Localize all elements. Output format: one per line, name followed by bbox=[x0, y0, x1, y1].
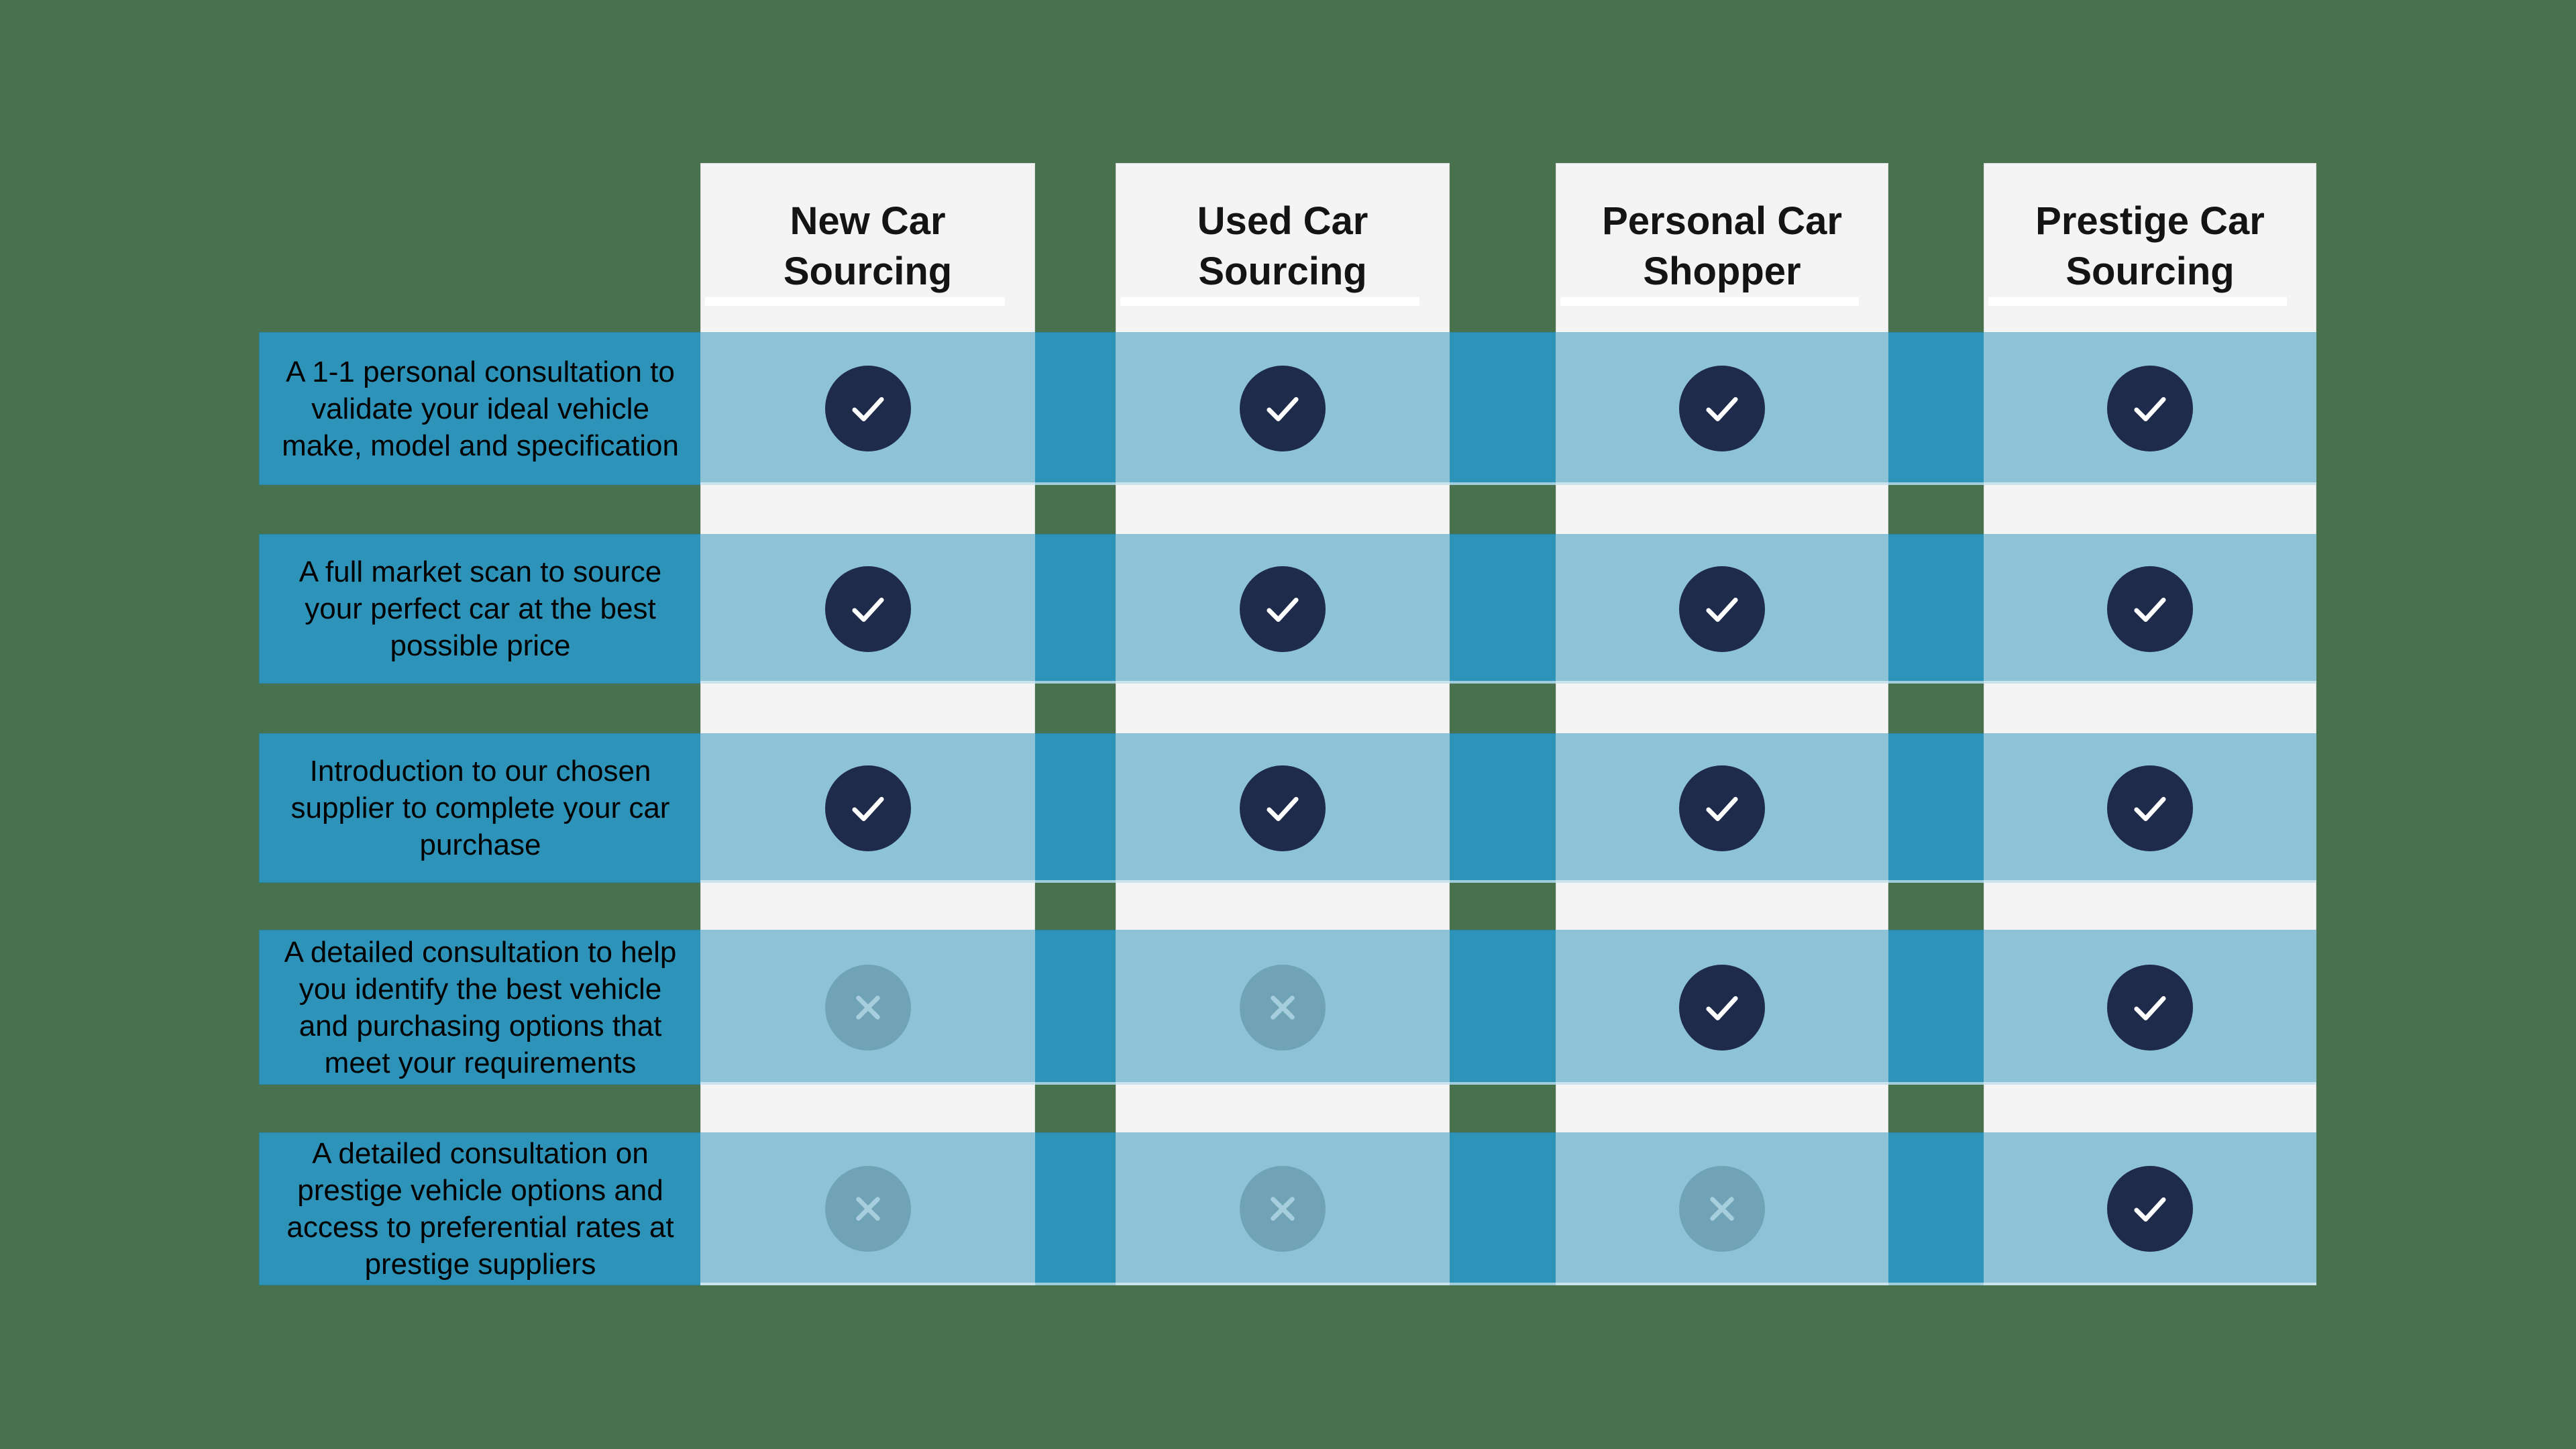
feature-label: A detailed consultation on prestige vehi… bbox=[286, 1137, 674, 1281]
check-icon bbox=[2134, 396, 2166, 422]
status-badge bbox=[1679, 765, 1765, 851]
cell-r5-personal-shopper bbox=[1556, 1132, 1888, 1285]
column-card-personal-car-shopper: Personal Car Shopper bbox=[1556, 163, 1888, 1285]
feature-label: Introduction to our chosen supplier to c… bbox=[290, 755, 670, 861]
cell-r3-used-car bbox=[1116, 733, 1450, 883]
cell-r1-new-car bbox=[700, 332, 1035, 485]
cell-r4-new-car bbox=[700, 930, 1035, 1085]
status-badge bbox=[1240, 566, 1326, 652]
status-badge bbox=[1240, 1166, 1326, 1252]
check-icon bbox=[1267, 396, 1299, 422]
column-title: New Car Sourcing bbox=[783, 199, 953, 293]
cell-r3-personal-shopper bbox=[1556, 733, 1888, 883]
row-bottom-line bbox=[700, 1082, 2316, 1085]
cross-icon bbox=[1271, 1197, 1295, 1221]
check-icon bbox=[851, 396, 884, 422]
cross-icon bbox=[855, 1197, 880, 1221]
check-icon bbox=[1706, 996, 1738, 1020]
column-card-new-car-sourcing: New Car Sourcing bbox=[700, 163, 1035, 1285]
cell-r5-used-car bbox=[1116, 1132, 1450, 1285]
check-icon bbox=[2134, 796, 2166, 821]
status-badge bbox=[2107, 1166, 2193, 1252]
status-badge bbox=[824, 366, 911, 451]
feature-label: A 1-1 personal consultation to validate … bbox=[282, 355, 679, 462]
status-badge bbox=[2107, 566, 2193, 652]
feature-label: A detailed consultation to help you iden… bbox=[284, 935, 677, 1079]
check-icon bbox=[851, 597, 884, 622]
status-badge bbox=[1240, 765, 1326, 851]
status-badge bbox=[1240, 964, 1326, 1051]
check-icon bbox=[1706, 597, 1738, 622]
status-badge bbox=[824, 566, 911, 652]
row-bottom-line bbox=[700, 681, 2316, 684]
check-icon bbox=[2134, 597, 2166, 622]
title-underline bbox=[705, 297, 1006, 306]
cell-r3-prestige bbox=[1984, 733, 2316, 883]
cell-r2-new-car bbox=[700, 534, 1035, 684]
cross-icon bbox=[1271, 995, 1295, 1020]
cell-r2-prestige bbox=[1984, 534, 2316, 684]
cell-r2-used-car bbox=[1116, 534, 1450, 684]
cell-r3-new-car bbox=[700, 733, 1035, 883]
status-badge bbox=[2107, 964, 2193, 1051]
cross-icon bbox=[855, 995, 880, 1020]
row-bottom-line bbox=[700, 482, 2316, 485]
status-badge bbox=[1679, 964, 1765, 1051]
check-icon bbox=[851, 796, 884, 821]
check-icon bbox=[1706, 796, 1738, 821]
status-badge bbox=[1679, 366, 1765, 451]
cell-r1-prestige bbox=[1984, 332, 2316, 485]
check-icon bbox=[1267, 597, 1299, 622]
status-badge bbox=[2107, 366, 2193, 451]
column-card-prestige-car-sourcing: Prestige Car Sourcing bbox=[1984, 163, 2316, 1285]
feature-label: A full market scan to source your perfec… bbox=[299, 555, 662, 662]
cross-icon bbox=[1710, 1197, 1734, 1221]
cell-r5-prestige bbox=[1984, 1132, 2316, 1285]
title-underline bbox=[1120, 297, 1420, 306]
status-badge bbox=[824, 1166, 911, 1252]
column-title: Prestige Car Sourcing bbox=[2035, 199, 2265, 293]
column-title: Personal Car Shopper bbox=[1602, 199, 1842, 293]
status-badge bbox=[1679, 1166, 1765, 1252]
status-badge bbox=[824, 964, 911, 1051]
check-icon bbox=[2134, 996, 2166, 1020]
cell-r5-new-car bbox=[700, 1132, 1035, 1285]
column-card-used-car-sourcing: Used Car Sourcing bbox=[1116, 163, 1450, 1285]
cell-r4-personal-shopper bbox=[1556, 930, 1888, 1085]
cell-r4-prestige bbox=[1984, 930, 2316, 1085]
status-badge bbox=[2107, 765, 2193, 851]
cell-r1-personal-shopper bbox=[1556, 332, 1888, 485]
status-badge bbox=[1240, 366, 1326, 451]
column-title: Used Car Sourcing bbox=[1197, 199, 1368, 293]
title-underline bbox=[1560, 297, 1859, 306]
row-bottom-line bbox=[700, 880, 2316, 883]
title-underline bbox=[1988, 297, 2287, 306]
check-icon bbox=[1706, 396, 1738, 422]
status-badge bbox=[824, 765, 911, 851]
cell-r2-personal-shopper bbox=[1556, 534, 1888, 684]
cell-r1-used-car bbox=[1116, 332, 1450, 485]
status-badge bbox=[1679, 566, 1765, 652]
cell-r4-used-car bbox=[1116, 930, 1450, 1085]
check-icon bbox=[2134, 1197, 2166, 1222]
check-icon bbox=[1267, 796, 1299, 821]
row-bottom-line bbox=[700, 1283, 2316, 1285]
